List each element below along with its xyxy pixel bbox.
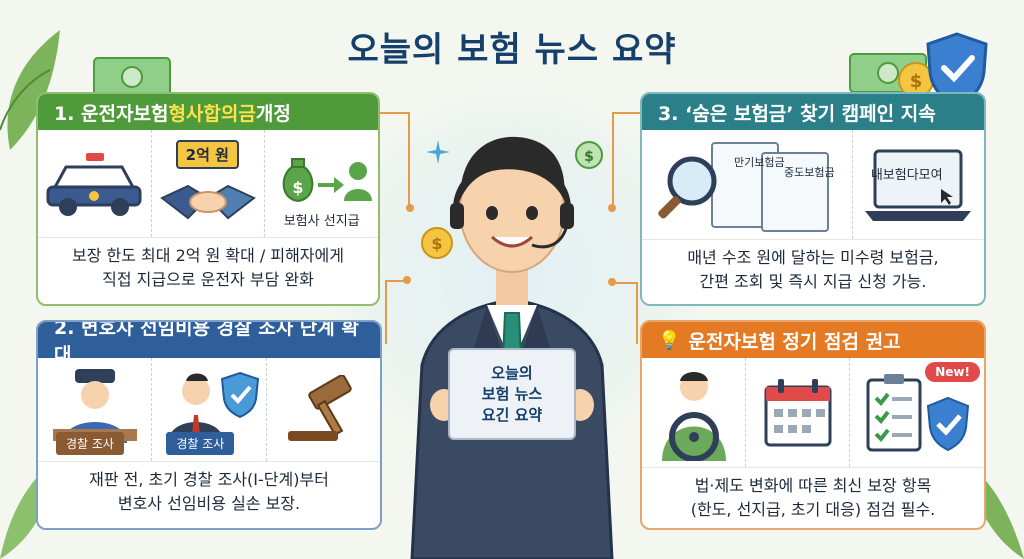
lightbulb-icon: 💡 [658, 329, 681, 351]
panel-title: 운전자보험 정기 점검 권고 [688, 330, 901, 353]
connector-dot [403, 276, 411, 284]
panel-regular-check: 💡 운전자보험 정기 점검 권고 [640, 320, 986, 530]
police-investigation-tag: 경찰 조사 [56, 432, 124, 455]
police-car-icon [46, 152, 142, 216]
connector-line [612, 282, 638, 344]
gavel-icon [288, 374, 353, 441]
caption-line: 간편 조회 및 즉시 지급 신청 가능. [699, 272, 927, 291]
panel-title-highlight: 형사합의금 [168, 102, 256, 125]
icons-row: 만기보험금 중도보험금 내보험다모여 [642, 130, 984, 240]
sign-line: 요긴 요약 [481, 405, 543, 424]
anchor-sign: 오늘의 보험 뉴스 요긴 요약 [448, 348, 576, 440]
icon-cell [642, 358, 747, 467]
svg-text:$: $ [584, 149, 594, 165]
shield-check-top-icon [926, 32, 988, 107]
driver-steering-wheel-icon [661, 371, 726, 461]
icon-cell [267, 358, 380, 461]
handshake-icon [160, 184, 256, 219]
panel-caption: 매년 수조 원에 달하는 미수령 보험금, 간편 조회 및 즉시 지급 신청 가… [642, 240, 984, 294]
icon-cell: 경찰 조사 [38, 358, 153, 461]
sparkle-icon [426, 140, 450, 164]
icon-cell [746, 358, 851, 467]
sign-line: 보험 뉴스 [481, 384, 543, 403]
icon-cell [38, 130, 152, 237]
icons-row: New! [642, 358, 984, 468]
icon-cell: 경찰 조사 [152, 358, 267, 461]
connector-line [385, 280, 407, 344]
news-anchor-illustration [410, 136, 614, 559]
coin-icon: $ [421, 227, 453, 259]
panel-criminal-settlement: 1. 운전자보험 형사합의금 개정 2억 원 [36, 92, 380, 306]
checklist-shield-icon [866, 373, 970, 451]
connector-line [612, 112, 640, 208]
police-officer-icon [52, 368, 137, 443]
svg-text:$: $ [910, 71, 923, 92]
lawyer-shield-icon [167, 371, 260, 443]
sign-line: 오늘의 [491, 363, 533, 382]
connector-dot [608, 204, 616, 212]
svg-text:$: $ [431, 234, 442, 253]
caption-line: (한도, 선지급, 초기 대응) 점검 필수. [690, 500, 936, 519]
svg-text:$: $ [292, 178, 303, 197]
caption-line: 매년 수조 원에 달하는 미수령 보험금, [687, 248, 939, 267]
amount-badge: 2억 원 [175, 140, 239, 169]
caption-line: 보장 한도 최대 2억 원 확대 / 피해자에게 [72, 246, 344, 265]
panel-header: 3. ‘숨은 보험금’ 찾기 캠페인 지속 [642, 94, 984, 130]
documents-magnifier-icon [658, 141, 829, 232]
caption-line: 직접 지급으로 운전자 부담 완화 [102, 270, 314, 289]
panel-caption: 법·제도 변화에 따른 최신 보장 항목 (한도, 선지급, 초기 대응) 점검… [642, 468, 984, 522]
connector-dot [608, 278, 616, 286]
money-bag-transfer-icon: $ [282, 157, 372, 202]
icon-cell: $ 보험사 선지급 [265, 130, 378, 237]
leaf-decoration-left-top-icon [0, 30, 60, 150]
panel-caption: 재판 전, 초기 경찰 조사(I-단계)부터 변호사 선임비용 실손 보장. [38, 462, 380, 516]
panel-lawyer-fee: 2. 변호사 선임비용 경찰 조사 단계 확대 경찰 조사 경찰 조사 [36, 320, 382, 530]
panel-title-suffix: 개정 [255, 102, 291, 125]
panel-hidden-insurance: 3. ‘숨은 보험금’ 찾기 캠페인 지속 만기보험금 중도보험금 내보험다모여… [640, 92, 986, 306]
icons-row: 경찰 조사 경찰 조사 [38, 358, 380, 462]
icon-cell: New! [850, 358, 984, 467]
maturity-doc-label: 만기보험금 [734, 156, 785, 169]
panel-header: 2. 변호사 선임비용 경찰 조사 단계 확대 [38, 322, 380, 366]
connector-dot [406, 204, 414, 212]
connector-line [380, 112, 410, 207]
caption-line: 변호사 선임비용 실손 보장. [117, 494, 301, 513]
interim-doc-label: 중도보험금 [784, 166, 835, 179]
panel-header: 💡 운전자보험 정기 점검 권고 [642, 322, 984, 358]
panel-caption: 보장 한도 최대 2억 원 확대 / 피해자에게 직접 지급으로 운전자 부담 … [38, 238, 378, 292]
icon-cell: 내보험다모여 [853, 130, 984, 239]
prepay-label: 보험사 선지급 [283, 214, 360, 229]
page-title: 오늘의 보험 뉴스 요약 [347, 30, 677, 70]
police-investigation-tag-checked: 경찰 조사 [166, 432, 235, 455]
new-badge: New! [925, 362, 980, 382]
icons-row: 2억 원 $ 보험사 선지급 [38, 130, 378, 238]
caption-line: 법·제도 변화에 따른 최신 보장 항목 [694, 476, 932, 495]
icon-cell: 2억 원 [152, 130, 266, 237]
caption-line: 재판 전, 초기 경찰 조사(I-단계)부터 [89, 470, 329, 489]
coin-green-icon: $ [575, 141, 603, 169]
icon-cell: 만기보험금 중도보험금 [642, 130, 853, 239]
laptop-icon [865, 149, 972, 221]
laptop-screen-label: 내보험다모여 [870, 168, 943, 183]
calendar-icon [764, 378, 832, 446]
panel-title-prefix: 1. 운전자보험 [54, 102, 169, 125]
panel-header: 1. 운전자보험 형사합의금 개정 [38, 94, 378, 130]
